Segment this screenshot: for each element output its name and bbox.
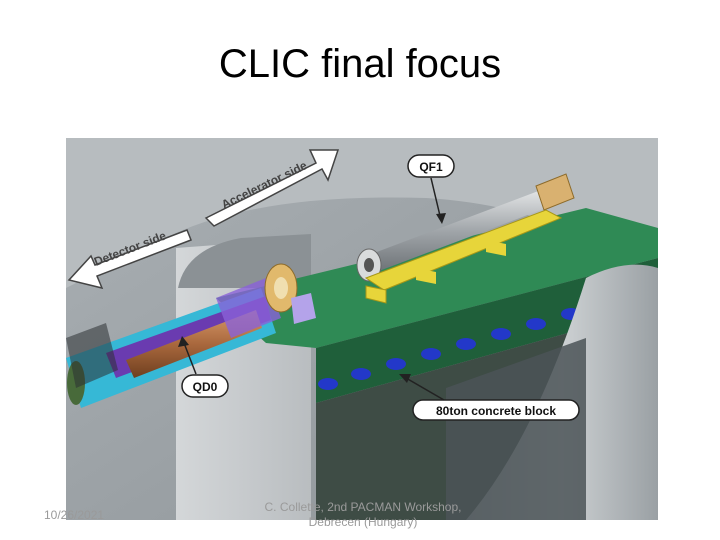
qd0-label: QD0: [193, 380, 218, 394]
footer-date: 10/26/2021: [44, 508, 105, 522]
footer-credit-line1: C. Collette, 2nd PACMAN Workshop,: [264, 500, 462, 514]
footer-credit-line2: Debrecen (Hungary): [308, 515, 418, 529]
qd0-assembly: [66, 263, 316, 408]
tunnel-dark-passage: [446, 338, 586, 520]
qd0-callout: QD0: [178, 336, 229, 398]
concrete-block-top: [216, 208, 658, 348]
footer-credit: C. Collette, 2nd PACMAN Workshop, Debrec…: [258, 500, 468, 530]
qf1-callout: QF1: [407, 154, 455, 224]
slide-title: CLIC final focus: [218, 42, 502, 86]
tunnel-ceiling: [66, 138, 658, 298]
concrete-block-callout: 80ton concrete block: [399, 374, 580, 421]
qf1-magnet: [356, 173, 575, 304]
concrete-block-label: 80ton concrete block: [436, 404, 556, 418]
qf1-label: QF1: [419, 160, 443, 174]
final-focus-illustration: Accelerator side Detector side QF1 QD0 8…: [66, 138, 658, 520]
